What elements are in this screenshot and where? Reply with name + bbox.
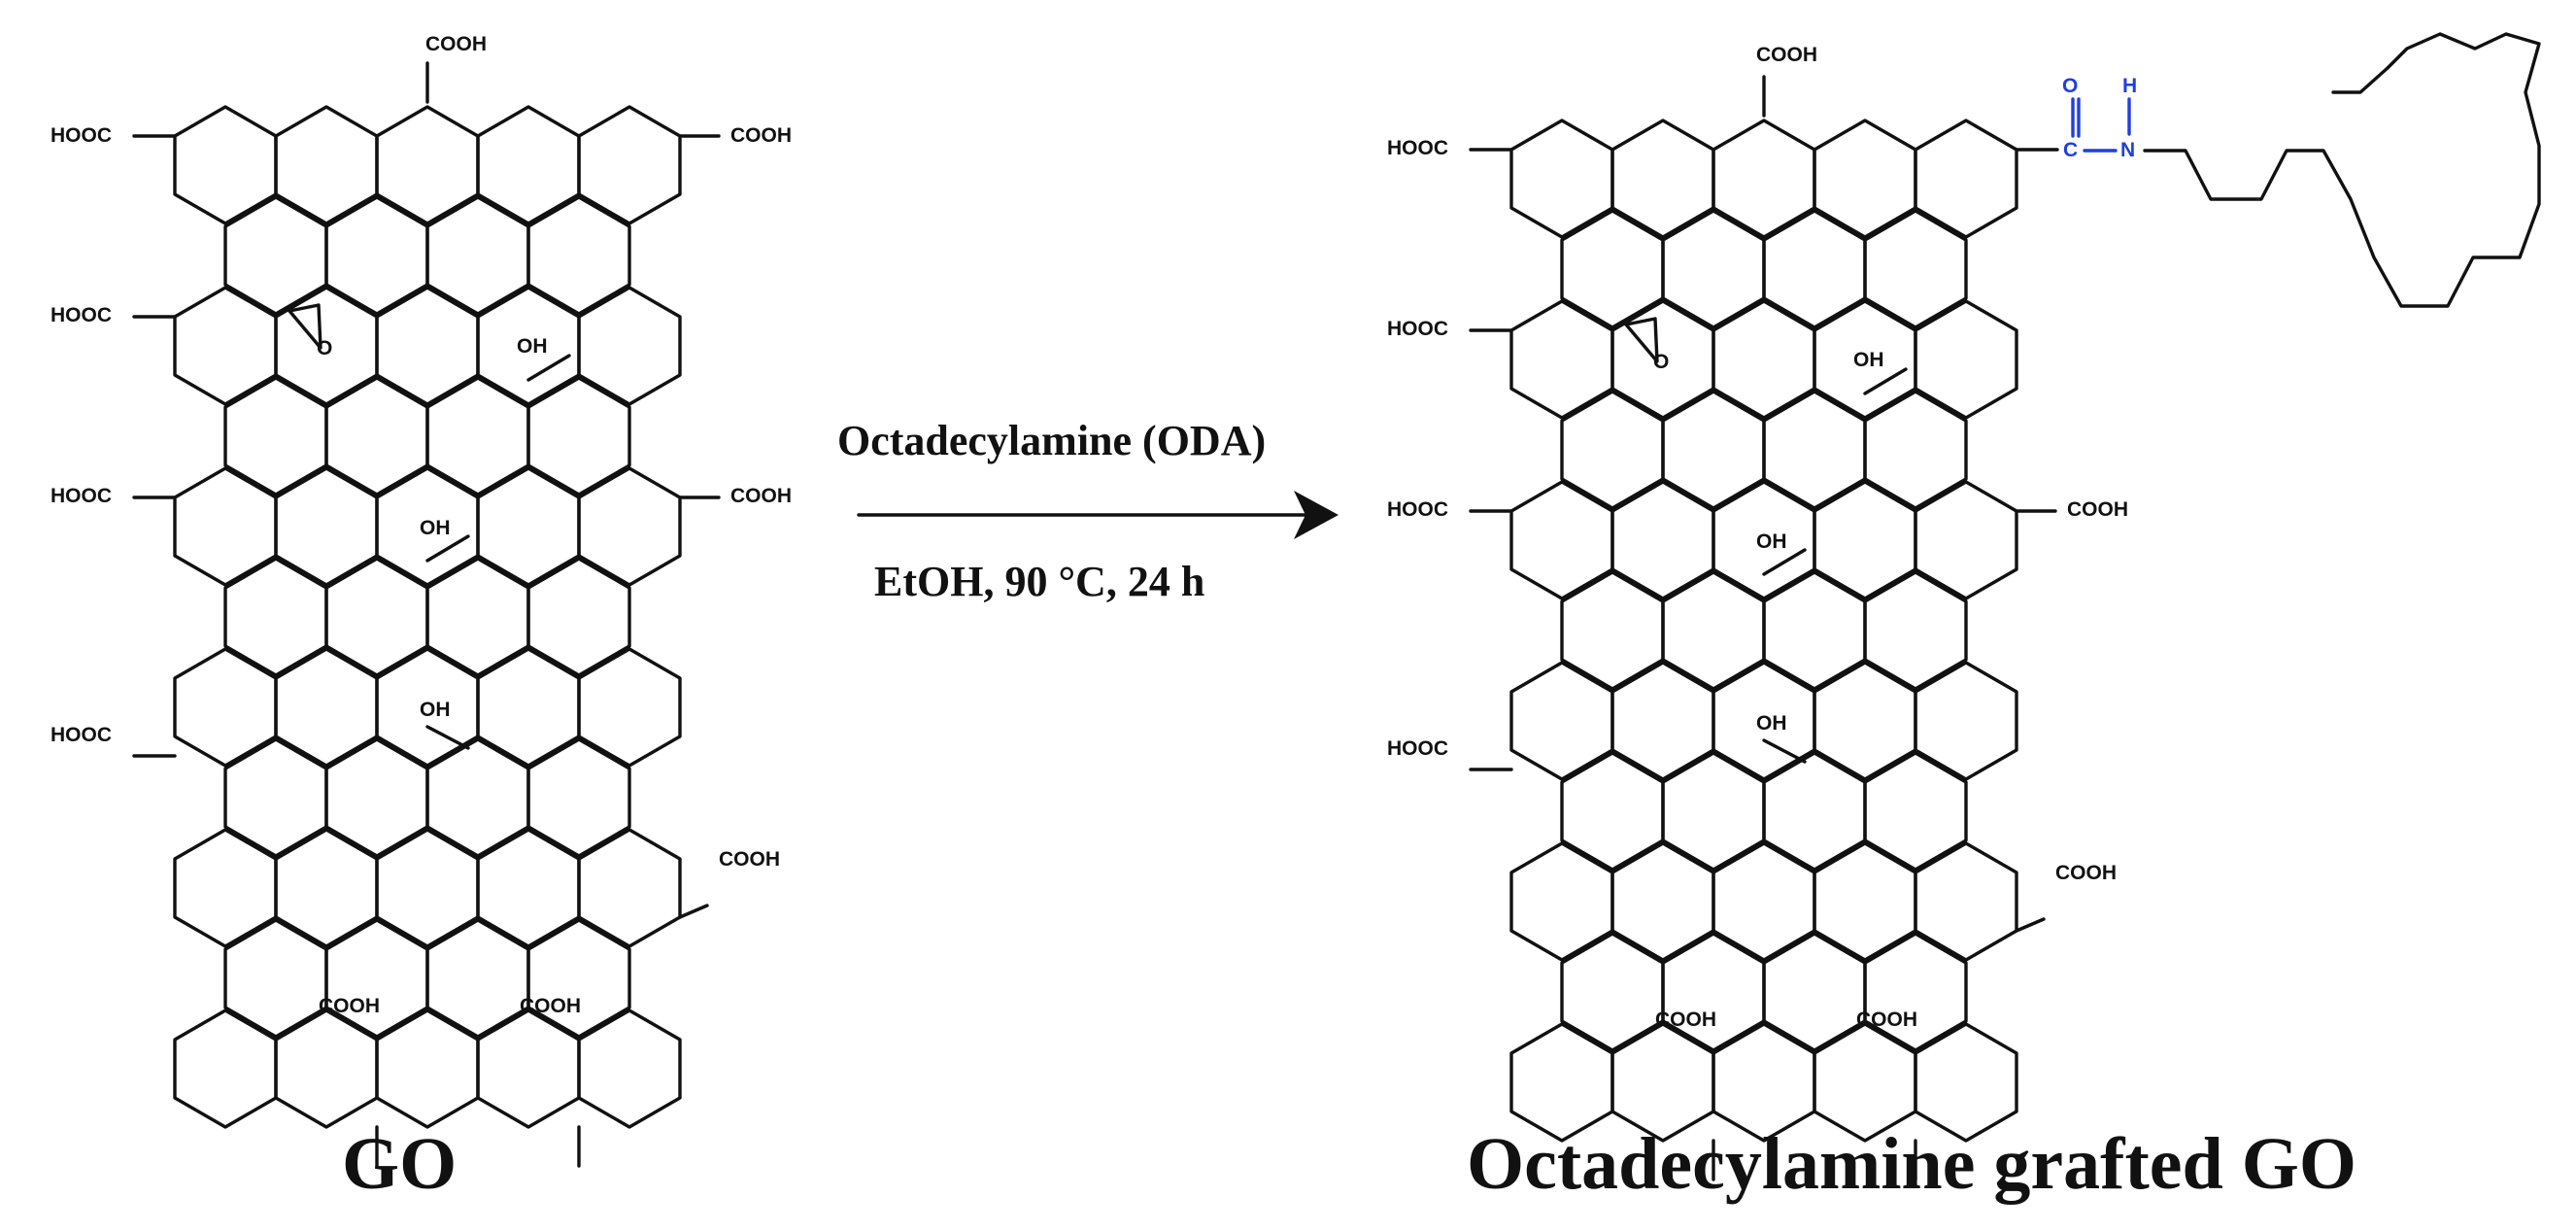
go-caption: GO (342, 1123, 458, 1205)
product-cooh-right-3: COOH (2067, 498, 2128, 521)
product-hexagon-ring (1863, 390, 1968, 510)
go-hexagon-ring (526, 557, 631, 677)
go-hexagon-ring (526, 376, 631, 496)
product-cooh-top: COOH (1756, 44, 1817, 66)
go-epoxide-oxygen: O (317, 337, 333, 359)
product-cooh-bottom-1: COOH (1655, 1009, 1716, 1031)
product-epoxide-bond (1624, 317, 1659, 363)
go-hexagon-ring (577, 647, 682, 768)
product-bond-oh-2 (1762, 548, 1807, 576)
go-hexagon-ring (577, 828, 682, 948)
product-hexagon-ring (1863, 932, 1968, 1052)
reaction-arrow-head (1294, 491, 1339, 539)
amide-nitrogen: N (2120, 139, 2136, 161)
product-hexagon-ring (1914, 661, 2018, 781)
product-bond-cooh-right-5 (2015, 917, 2046, 933)
reagent-label: Octadecylamine (ODA) (837, 417, 1267, 464)
product-hooc-left-3: HOOC (1387, 498, 1448, 521)
go-bond-oh-1 (526, 354, 571, 382)
go-bond-oh-3 (425, 725, 470, 750)
product-hexagon-ring (1863, 209, 1968, 329)
product-hexagon-ring (1863, 570, 1968, 691)
go-cooh-bottom-2: COOH (520, 995, 581, 1017)
amide-hydrogen: H (2122, 75, 2138, 97)
go-hydroxyl-2: OH (420, 517, 451, 539)
amide-carbon: C (2063, 139, 2079, 161)
go-cooh-top: COOH (425, 33, 487, 55)
amide-oxygen: O (2062, 75, 2079, 97)
go-epoxide-bond (288, 303, 322, 350)
product-hydroxyl-3: OH (1756, 712, 1787, 735)
product-cooh-right-5: COOH (2055, 862, 2117, 884)
go-graphene-lattice (173, 105, 682, 1129)
go-cooh-right-3: COOH (730, 485, 792, 507)
go-cooh-right-5: COOH (719, 848, 780, 871)
go-bond-cooh-right-5 (678, 904, 709, 919)
go-hooc-left-2: HOOC (51, 304, 112, 326)
go-cooh-bottom-1: COOH (319, 995, 380, 1017)
product-hexagon-ring (1914, 1022, 2018, 1143)
product-hydroxyl-1: OH (1853, 349, 1884, 371)
product-hooc-left-1: HOOC (1387, 137, 1448, 159)
product-hexagon-ring (1914, 299, 2018, 420)
product-hexagon-ring (1863, 751, 1968, 872)
product-epoxide-oxygen: O (1653, 351, 1670, 373)
conditions-label: EtOH, 90 °C, 24 h (874, 558, 1205, 605)
go-hexagon-ring (526, 918, 631, 1039)
go-hooc-left-3: HOOC (51, 485, 112, 507)
product-caption: Octadecylamine grafted GO (1467, 1123, 2357, 1205)
go-hooc-left-4: HOOC (51, 724, 112, 746)
product-hydroxyl-2: OH (1756, 530, 1787, 553)
go-hexagon-ring (577, 1009, 682, 1129)
go-bond-oh-2 (425, 534, 470, 563)
product-graphene-lattice (1509, 119, 2018, 1143)
go-hexagon-ring (526, 195, 631, 316)
go-hydroxyl-3: OH (420, 699, 451, 721)
product-bond-oh-1 (1863, 367, 1908, 395)
product-bond-oh-3 (1762, 738, 1807, 764)
go-hooc-left-1: HOOC (51, 124, 112, 147)
go-hexagon-ring (577, 286, 682, 406)
octadecyl-chain (2143, 32, 2541, 308)
go-cooh-right-1: COOH (730, 124, 792, 147)
product-hexagon-ring (1914, 841, 2018, 962)
product-hooc-left-4: HOOC (1387, 737, 1448, 760)
product-hooc-left-2: HOOC (1387, 318, 1448, 340)
go-hexagon-ring (526, 737, 631, 858)
go-hydroxyl-1: OH (517, 335, 548, 358)
product-cooh-bottom-2: COOH (1856, 1009, 1917, 1031)
